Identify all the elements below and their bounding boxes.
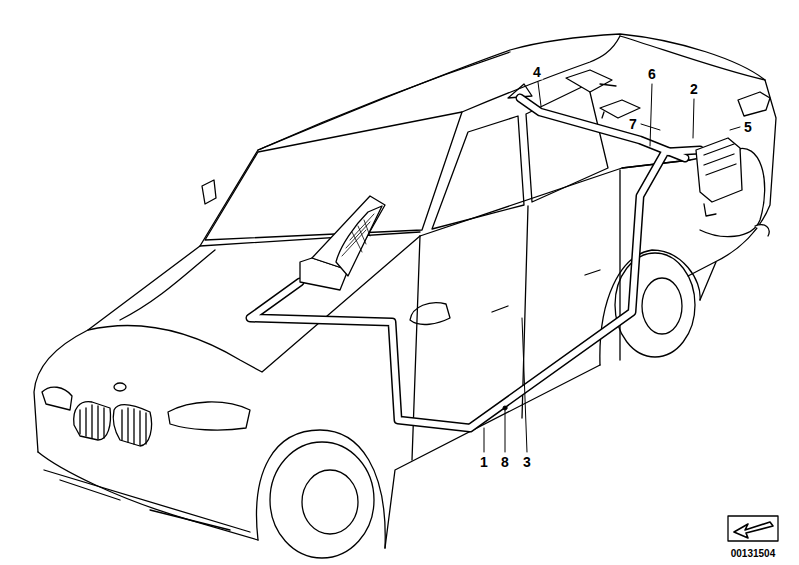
leader-5: [730, 127, 740, 130]
front-wheel: [270, 442, 374, 558]
windshield: [205, 112, 462, 240]
bmw-badge: [114, 383, 126, 391]
far-mirror: [202, 180, 216, 204]
control-modules: [566, 70, 770, 236]
callout-number: 1: [478, 455, 490, 470]
door-lines: [412, 170, 620, 460]
leader-dot: [503, 406, 507, 410]
body-outline: [34, 34, 776, 452]
callout-number: 3: [521, 455, 533, 470]
telephone-cradle: [300, 196, 385, 290]
rear-hub: [642, 278, 682, 334]
hood-edge: [88, 236, 420, 372]
leader-1: [484, 428, 485, 452]
leader-4: [538, 82, 541, 106]
rear-window: [526, 84, 608, 202]
leader-6: [650, 84, 652, 146]
leader-8: [505, 410, 506, 452]
callout-number: 4: [531, 65, 543, 80]
front-bumper: [44, 470, 250, 532]
callout-number: 7: [627, 117, 639, 132]
harness-main-inner: [250, 150, 700, 428]
figure-icon: [728, 516, 778, 541]
leader-lines: [484, 82, 740, 452]
figure-number: 00131504: [729, 548, 778, 559]
leader-3: [522, 318, 527, 452]
harness-branch-inner: [520, 98, 685, 158]
handset: [336, 206, 382, 276]
door-handles: [492, 270, 600, 312]
callout-number: 6: [646, 67, 658, 82]
car-body: [34, 34, 776, 558]
front-window: [432, 116, 524, 229]
headlight-right: [168, 402, 250, 430]
front-hub: [302, 470, 358, 534]
connector-lower: [704, 204, 769, 236]
module-main-detail: [704, 144, 736, 175]
body-lower: [38, 262, 716, 548]
leader-7: [641, 124, 660, 130]
callout-number: 8: [499, 455, 511, 470]
callout-number: 5: [742, 120, 754, 135]
headlight-left: [42, 387, 72, 410]
harness-main-outer: [250, 150, 700, 428]
leader-2: [693, 99, 694, 138]
module-main: [696, 138, 742, 202]
rear-arch: [600, 250, 700, 365]
module-small: [600, 100, 640, 118]
kidney-bars: [80, 405, 146, 445]
icon-frame: [728, 516, 778, 541]
rear-wheel: [615, 253, 695, 357]
wiring-harness: [250, 98, 765, 428]
handset-keys: [342, 214, 374, 256]
icon-arrow: [734, 522, 773, 538]
harness-branch-outer: [520, 98, 685, 158]
callout-number: 2: [688, 82, 700, 97]
side-mirror: [410, 303, 450, 325]
roof: [258, 36, 620, 150]
module-top: [738, 92, 770, 116]
module-antenna: [566, 70, 616, 92]
